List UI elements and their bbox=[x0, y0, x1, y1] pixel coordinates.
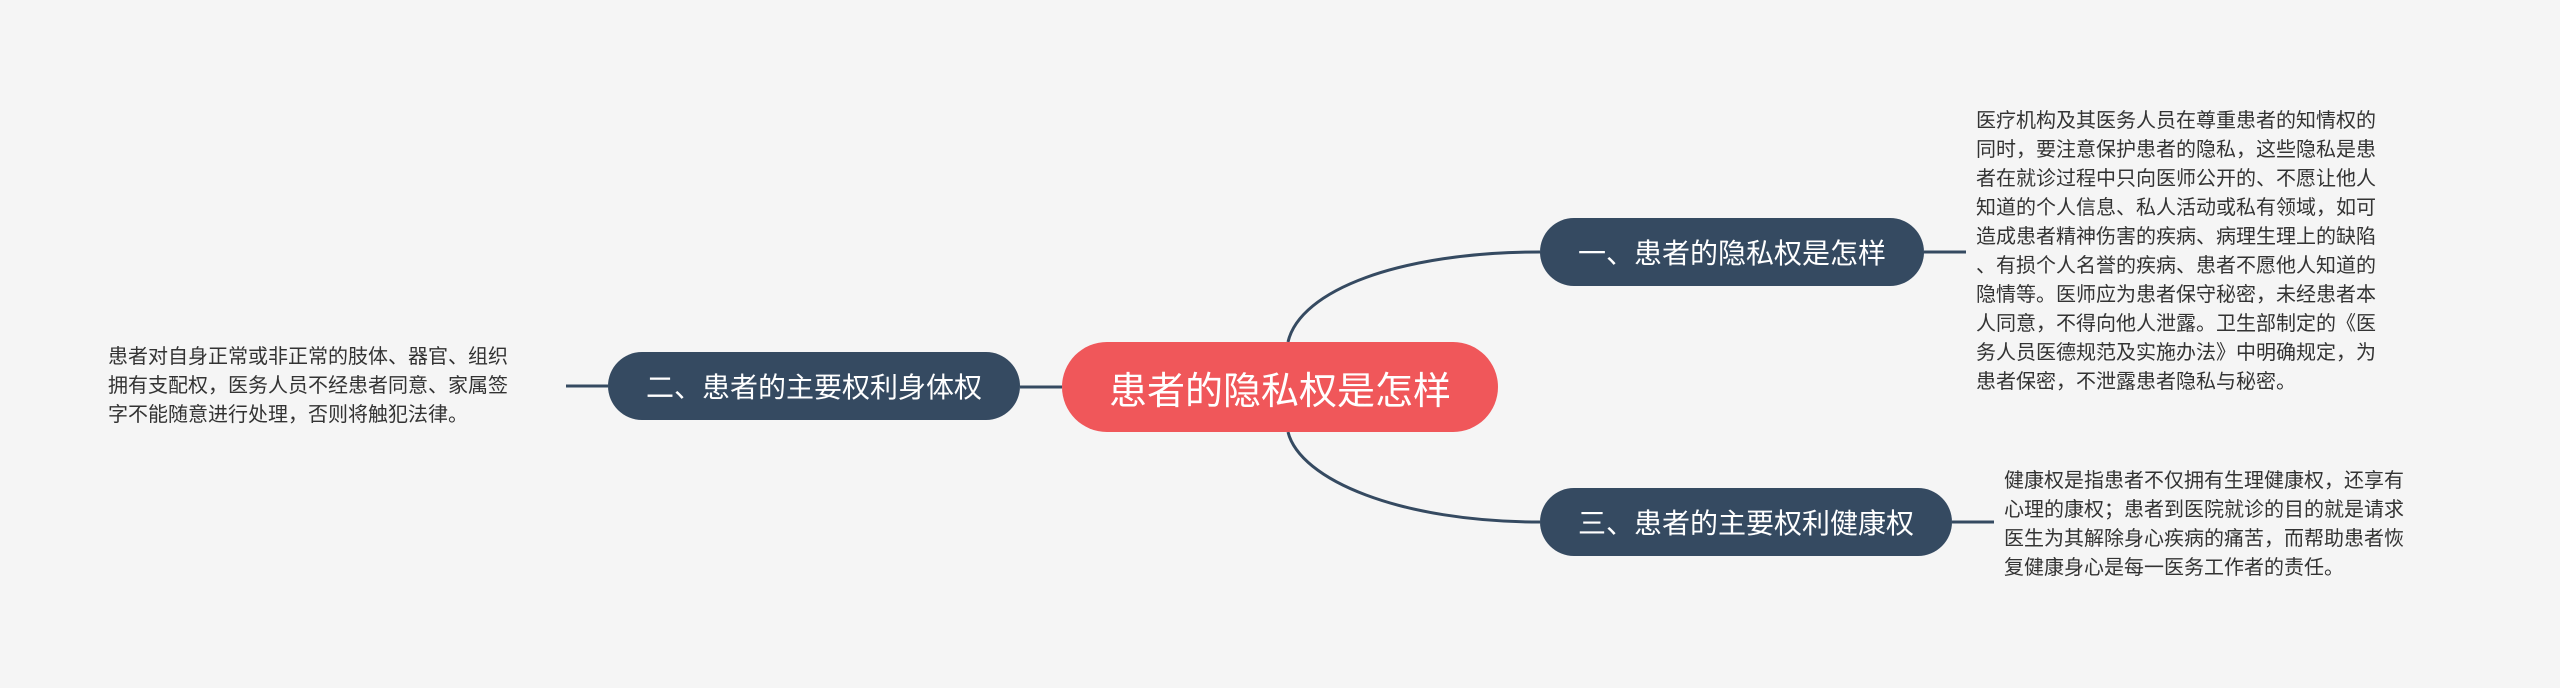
connector-root-branch-3 bbox=[1286, 431, 1541, 524]
leaf-detail-body-right: 患者对自身正常或非正常的肢体、器官、组织 拥有支配权，医务人员不经患者同意、家属… bbox=[108, 344, 508, 426]
leaf-detail-privacy: 医疗机构及其医务人员在尊重患者的知情权的 同时，要注意保护患者的隐私，这些隐私是… bbox=[1976, 108, 2376, 393]
branch-topic-privacy[interactable]: 一、患者的隐私权是怎样 bbox=[1540, 218, 1924, 286]
leaf-detail-health-right: 健康权是指患者不仅拥有生理健康权，还享有 心理的康权；患者到医院就诊的目的就是请… bbox=[2004, 468, 2404, 579]
root-topic-label: 患者的隐私权是怎样 bbox=[1108, 368, 1451, 413]
root-topic[interactable]: 患者的隐私权是怎样 bbox=[1062, 342, 1498, 432]
branch-topic-label: 一、患者的隐私权是怎样 bbox=[1577, 237, 1886, 270]
connector-root-branch-1 bbox=[1286, 250, 1541, 343]
branch-topic-label: 二、患者的主要权利身体权 bbox=[645, 371, 982, 404]
branch-topic-label: 三、患者的主要权利健康权 bbox=[1577, 507, 1914, 540]
branch-topic-health-right[interactable]: 三、患者的主要权利健康权 bbox=[1540, 488, 1952, 556]
branch-topic-body-right[interactable]: 二、患者的主要权利身体权 bbox=[608, 352, 1020, 420]
